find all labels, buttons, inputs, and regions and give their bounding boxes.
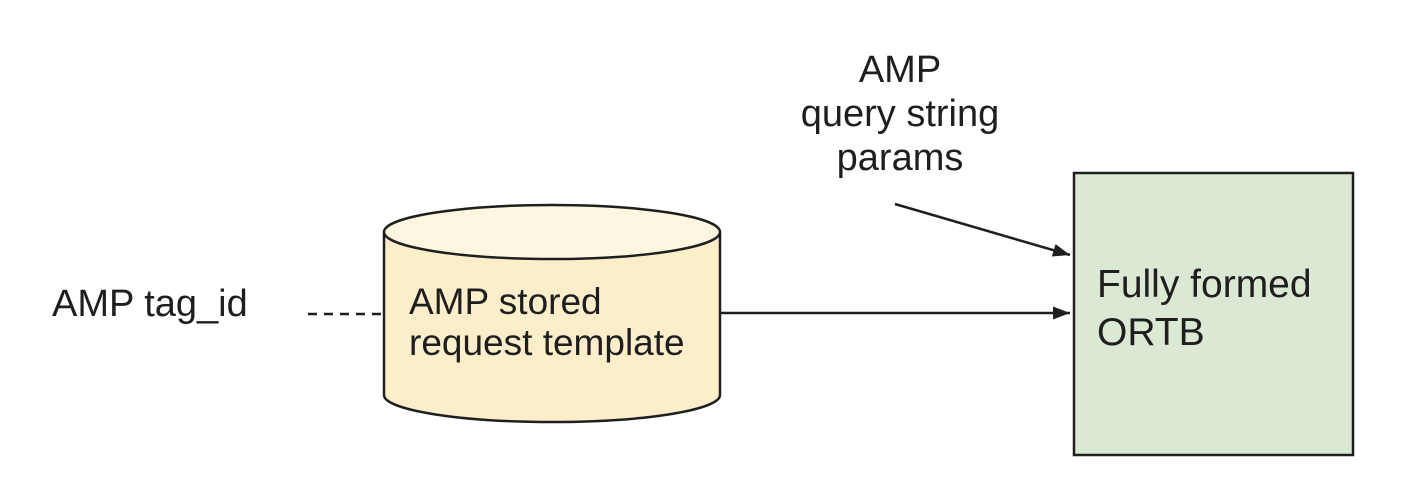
template-cylinder-top xyxy=(382,203,722,261)
fully-formed-ortb-label: Fully formed ORTB xyxy=(1097,263,1312,354)
template-cylinder-body xyxy=(384,232,720,422)
ortb-box-shape xyxy=(1072,171,1355,457)
template-cylinder-outline xyxy=(382,232,722,424)
query-string-params-label: AMP query string params xyxy=(800,49,1000,179)
connector-querystring-to-ortb xyxy=(894,202,1071,257)
stored-request-template-label: AMP stored request template xyxy=(409,281,685,363)
amp-tagid-label: AMP tag_id xyxy=(52,283,248,325)
